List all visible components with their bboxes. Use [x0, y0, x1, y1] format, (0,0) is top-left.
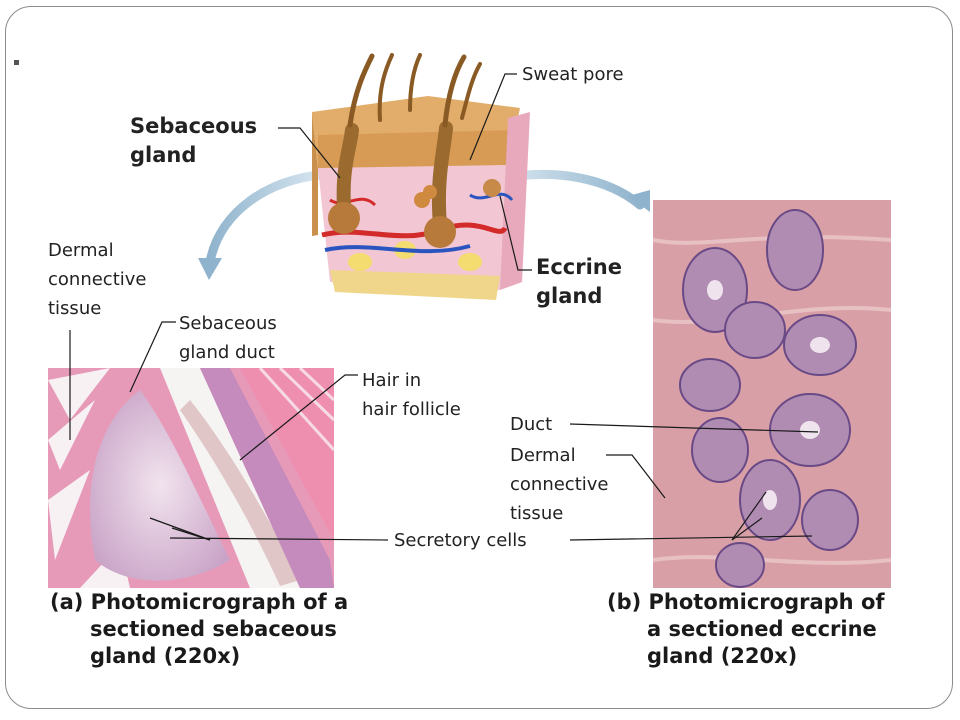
label-eccrine-gland: Eccrine gland — [536, 255, 622, 308]
caption-b: (b) Photomicrograph of a sectioned eccri… — [607, 590, 885, 668]
arrow-to-sebaceous — [198, 170, 325, 280]
label-sebaceous-gland: Sebaceous gland — [130, 114, 258, 167]
label-sweat-pore: Sweat pore — [522, 64, 624, 85]
caption-a: (a) Photomicrograph of a sectioned sebac… — [50, 590, 349, 668]
skin-block-illustration — [312, 53, 530, 300]
label-dermal-connective-tissue-b: Dermal connective tissue — [510, 445, 609, 524]
label-duct: Duct — [510, 414, 553, 435]
label-hair-in-hair-follicle: Hair in hair follicle — [362, 370, 461, 420]
label-sebaceous-gland-duct: Sebaceous gland duct — [179, 313, 277, 363]
photomicrograph-sebaceous — [48, 368, 334, 588]
photomicrograph-eccrine — [653, 200, 891, 588]
label-dermal-connective-tissue-a: Dermal connective tissue — [48, 240, 147, 319]
bullet-marker — [14, 60, 19, 65]
leader-lines — [69, 73, 819, 541]
label-secretory-cells: Secretory cells — [394, 530, 527, 551]
